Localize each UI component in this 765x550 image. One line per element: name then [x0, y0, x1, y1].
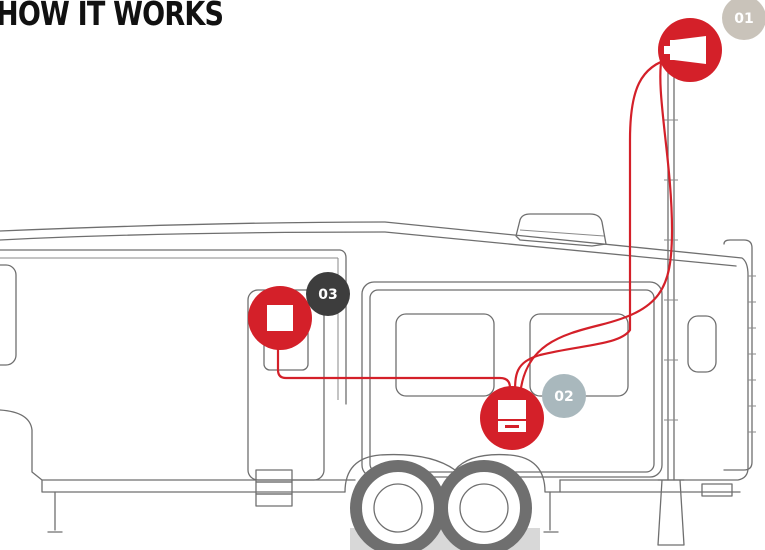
step-label: 03 [318, 287, 337, 303]
rv-trailer [0, 214, 756, 550]
step-label: 01 [734, 11, 753, 27]
indoor-antenna-icon [267, 305, 293, 331]
outdoor-antenna-node [658, 18, 722, 82]
step-label: 02 [554, 389, 573, 405]
cable-booster-to-indoor [278, 330, 510, 400]
signal-booster-icon [498, 400, 526, 432]
cable-outdoor-to-booster [515, 56, 672, 395]
booster-node [480, 386, 544, 450]
step-badge-02: 02 [542, 374, 586, 418]
step-badge-03: 03 [306, 272, 350, 316]
antenna-icon [664, 36, 706, 64]
step-badge-01: 01 [722, 0, 765, 40]
indoor-antenna-node [248, 286, 312, 350]
